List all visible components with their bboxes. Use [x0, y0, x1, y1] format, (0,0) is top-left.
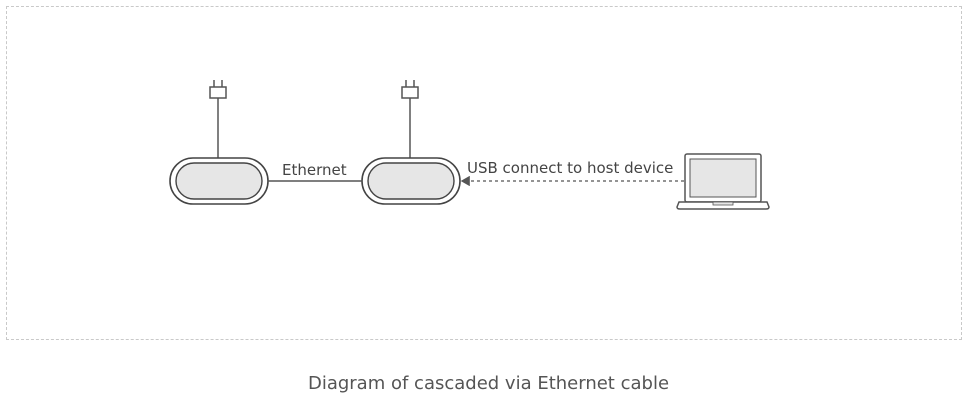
- cascade-diagram: Ethernet USB connect to host device: [169, 80, 770, 210]
- usb-label: USB connect to host device: [467, 159, 673, 177]
- speakerphone-device-icon: [169, 157, 269, 205]
- diagram-frame: [6, 6, 962, 340]
- diagram-caption: Diagram of cascaded via Ethernet cable: [307, 373, 670, 394]
- power-plug-icon: [209, 80, 227, 99]
- laptop-icon: [676, 153, 770, 210]
- ethernet-label: Ethernet: [282, 161, 347, 179]
- speakerphone-device-icon: [361, 157, 461, 205]
- power-plug-icon: [401, 80, 419, 99]
